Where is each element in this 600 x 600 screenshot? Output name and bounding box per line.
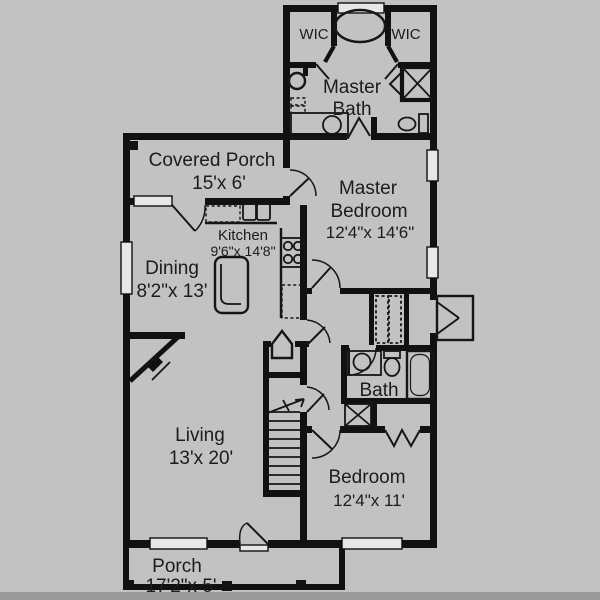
label-dining-dims: 8'2"x 13' bbox=[136, 281, 207, 302]
linen-shelves-left bbox=[375, 295, 389, 344]
front-door-leaf bbox=[246, 522, 269, 545]
linen-shelves-right bbox=[388, 295, 402, 344]
master-vanity bbox=[290, 112, 349, 139]
porch-dining-door-leaf bbox=[171, 204, 196, 232]
burner-3 bbox=[282, 253, 294, 265]
kitchen-base-cabinets bbox=[205, 205, 241, 223]
stair-up-arrow bbox=[264, 398, 305, 415]
bedroom-closet-bifold bbox=[384, 427, 421, 449]
label-living: Living bbox=[175, 425, 225, 446]
kitchen-sink-right bbox=[256, 203, 271, 221]
walls bbox=[123, 5, 437, 591]
master-bedroom-window-top bbox=[426, 149, 439, 182]
room-labels: WIC WIC Master Bath Covered Porch 15'x 6… bbox=[136, 26, 420, 597]
bath-tub bbox=[405, 349, 435, 401]
shower-stall bbox=[399, 64, 436, 103]
porch-dining-door-arc bbox=[194, 204, 206, 232]
fixtures bbox=[128, 8, 475, 485]
front-door-arc bbox=[238, 522, 248, 545]
label-master-bedroom-2: Bedroom bbox=[330, 201, 407, 222]
porch-masterbedroom-door-leaf bbox=[289, 177, 310, 197]
label-wic-right: WIC bbox=[391, 26, 420, 43]
bath-sink-icon bbox=[352, 352, 372, 372]
garden-tub-icon bbox=[333, 8, 387, 44]
label-bedroom-dims: 12'4"x 11' bbox=[333, 491, 405, 510]
label-living-dims: 13'x 20' bbox=[169, 448, 233, 469]
refrigerator-icon bbox=[281, 284, 303, 319]
master-toilet-icon bbox=[287, 71, 307, 91]
utility-x-mark bbox=[344, 403, 372, 427]
stair-treads bbox=[269, 411, 300, 485]
covered-porch-window bbox=[133, 195, 173, 207]
bottom-edge-band bbox=[0, 592, 600, 600]
master-bedroom-door-leaf bbox=[311, 266, 332, 289]
windows bbox=[120, 2, 439, 552]
label-porch-dims: 17'2"x 5' bbox=[145, 576, 216, 597]
label-master-bath-1: Master bbox=[323, 77, 382, 98]
label-porch: Porch bbox=[152, 556, 202, 577]
stove-icon bbox=[280, 237, 305, 268]
utility-box bbox=[344, 403, 372, 427]
label-covered-porch-dims: 15'x 6' bbox=[192, 173, 246, 194]
bedroom-door-leaf bbox=[311, 429, 333, 450]
label-master-bedroom-dims: 12'4"x 14'6" bbox=[326, 223, 415, 242]
master-vanity-sink-icon bbox=[322, 115, 342, 135]
front-door-threshold bbox=[239, 544, 269, 552]
tub-alcove-flares bbox=[323, 44, 399, 64]
bedroom-front-window bbox=[341, 537, 403, 550]
label-master-bath-2: Bath bbox=[332, 99, 371, 120]
label-bedroom: Bedroom bbox=[328, 467, 405, 488]
label-kitchen-dims: 9'6"x 14'8" bbox=[210, 243, 275, 259]
label-wic-left: WIC bbox=[299, 26, 328, 43]
label-dining: Dining bbox=[145, 258, 199, 279]
label-covered-porch: Covered Porch bbox=[149, 150, 276, 171]
kitchen-sink-left bbox=[242, 203, 257, 221]
burner-1 bbox=[282, 240, 294, 252]
hall-stairs-door-leaf bbox=[306, 393, 325, 413]
master-bedroom-door-arc bbox=[311, 259, 341, 289]
bath-toilet-icon bbox=[383, 357, 401, 377]
kitchen-island bbox=[213, 255, 250, 315]
burner-2 bbox=[292, 240, 304, 252]
kitchen-island-inner bbox=[220, 264, 241, 305]
tub-window bbox=[337, 2, 385, 14]
living-front-window bbox=[149, 537, 208, 550]
exterior-interior-walls bbox=[123, 5, 437, 591]
bedroom-door-arc bbox=[311, 429, 341, 459]
fireplace-firebox bbox=[147, 356, 163, 372]
kitchen-hall-door-arc bbox=[306, 319, 331, 344]
kitchen-hall-door-leaf bbox=[306, 326, 326, 346]
bath-vanity bbox=[346, 350, 382, 376]
master-bedroom-window-bottom bbox=[426, 246, 439, 279]
doors bbox=[171, 44, 460, 545]
label-master-bedroom-1: Master bbox=[339, 178, 398, 199]
shower-door bbox=[388, 71, 403, 97]
dining-window bbox=[120, 241, 133, 295]
label-kitchen: Kitchen bbox=[218, 227, 268, 244]
side-entry-stoop bbox=[435, 294, 475, 342]
master-bath-cabinet bbox=[290, 97, 306, 106]
label-bath: Bath bbox=[359, 380, 398, 401]
masterbath-toilet2-icon bbox=[397, 116, 417, 132]
wic-door-leaves bbox=[315, 63, 399, 80]
shower-x-mark bbox=[401, 66, 434, 101]
fireplace-hearth-lines bbox=[137, 353, 171, 381]
side-entry-door bbox=[436, 301, 460, 335]
masterbath-open-door bbox=[347, 116, 371, 139]
stair-closet-open-door bbox=[270, 329, 294, 360]
masterbath-toilet2-tank bbox=[418, 113, 429, 134]
bath-tub-inner bbox=[409, 353, 431, 397]
burner-4 bbox=[292, 253, 304, 265]
